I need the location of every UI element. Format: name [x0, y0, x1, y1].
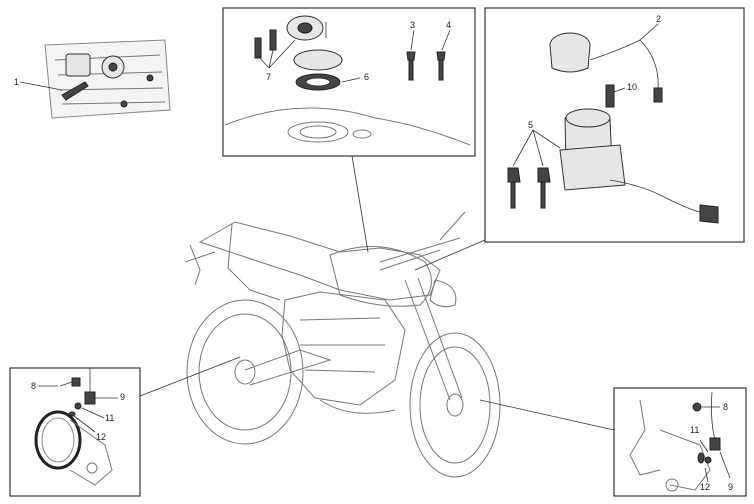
callout-right-8: 8 [723, 402, 728, 412]
fuel-cap-inset: 7 6 3 4 [222, 7, 476, 253]
callout-right-9: 9 [728, 482, 733, 492]
callout-7: 7 [266, 72, 271, 82]
callout-left-12: 12 [96, 432, 106, 442]
callout-left-9: 9 [120, 392, 125, 402]
callout-6: 6 [364, 72, 369, 82]
motorcycle-illustration [184, 211, 501, 478]
callout-3: 3 [410, 20, 415, 30]
ignition-lock-panel: 1 [14, 39, 171, 119]
front-sensor-inset: 8 11 12 9 [479, 387, 747, 497]
callout-4: 4 [446, 20, 451, 30]
callout-right-12: 12 [700, 482, 710, 492]
callout-5: 5 [528, 120, 533, 130]
callout-2: 2 [656, 14, 661, 24]
callout-right-11: 11 [690, 425, 699, 435]
callout-left-11: 11 [105, 413, 114, 423]
callout-left-8: 8 [31, 381, 36, 391]
ignition-switch-inset: 10 5 2 [414, 7, 745, 271]
callout-1: 1 [14, 77, 19, 87]
callout-10: 10 [627, 82, 637, 92]
rear-sensor-inset: 8 9 11 12 [9, 356, 241, 497]
